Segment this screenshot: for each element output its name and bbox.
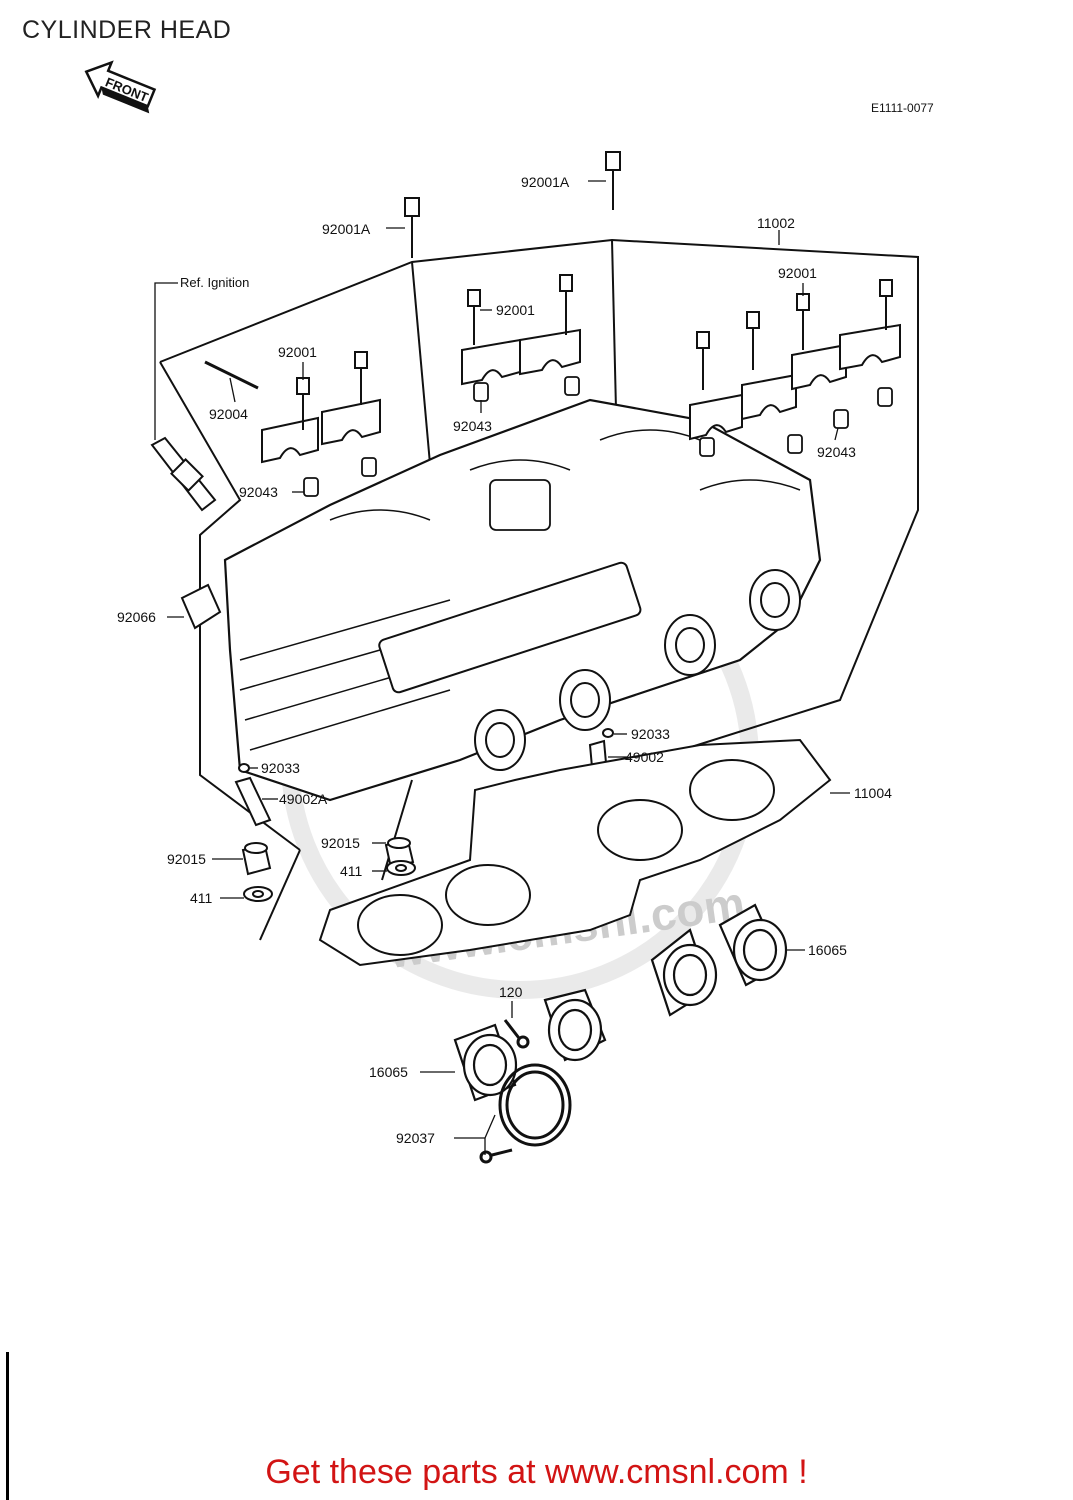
callout-92001-mid: 92001	[496, 302, 535, 318]
callout-411-mid: 411	[340, 863, 363, 879]
carburetor-holders	[453, 903, 788, 1102]
callout-16065-right: 16065	[808, 942, 847, 958]
callout-92043-right: 92043	[817, 444, 856, 460]
callout-92033-left: 92033	[261, 760, 300, 776]
callout-92001a-left: 92001A	[322, 221, 371, 237]
callout-92001-left: 92001	[278, 344, 317, 360]
callout-92001a-top: 92001A	[521, 174, 570, 190]
hose-clamp	[479, 1063, 572, 1164]
callout-16065-left: 16065	[369, 1064, 408, 1080]
callout-92015-left: 92015	[167, 851, 206, 867]
leader-lines	[154, 180, 850, 1155]
left-edge-bar	[6, 1352, 9, 1500]
cylinder-head-body	[223, 398, 822, 802]
callout-ref-ignition: Ref. Ignition	[180, 275, 249, 290]
intake-ports	[474, 569, 801, 771]
callout-92001-right: 92001	[778, 265, 817, 281]
callout-49002: 49002	[625, 749, 664, 765]
dowel-pins	[303, 376, 893, 497]
callout-120: 120	[499, 984, 523, 1000]
callout-411-left: 411	[190, 890, 213, 906]
cap-92066	[180, 583, 222, 630]
callout-92037: 92037	[396, 1130, 435, 1146]
page-title: CYLINDER HEAD	[22, 16, 232, 44]
head-gasket	[318, 738, 832, 967]
callout-92066: 92066	[117, 609, 156, 625]
cap-bolts	[296, 151, 893, 430]
callout-92004: 92004	[209, 406, 248, 422]
callout-92033-right: 92033	[631, 726, 670, 742]
camshaft-caps	[261, 323, 901, 464]
callout-11002: 11002	[757, 215, 795, 231]
diagram-code: E1111-0077	[871, 101, 934, 115]
callout-49002a: 49002A	[279, 791, 328, 807]
front-arrow-icon: FRONT	[84, 60, 157, 114]
callout-92043-mid: 92043	[453, 418, 492, 434]
callout-11004: 11004	[854, 785, 892, 801]
footer-link[interactable]: Get these parts at www.cmsnl.com !	[265, 1453, 808, 1491]
stud-bolt	[204, 360, 259, 390]
callout-92015-mid: 92015	[321, 835, 360, 851]
nuts-and-washers	[241, 837, 416, 902]
spark-plug	[150, 436, 217, 512]
holder-screw	[503, 1019, 530, 1049]
callout-92043-left: 92043	[239, 484, 278, 500]
